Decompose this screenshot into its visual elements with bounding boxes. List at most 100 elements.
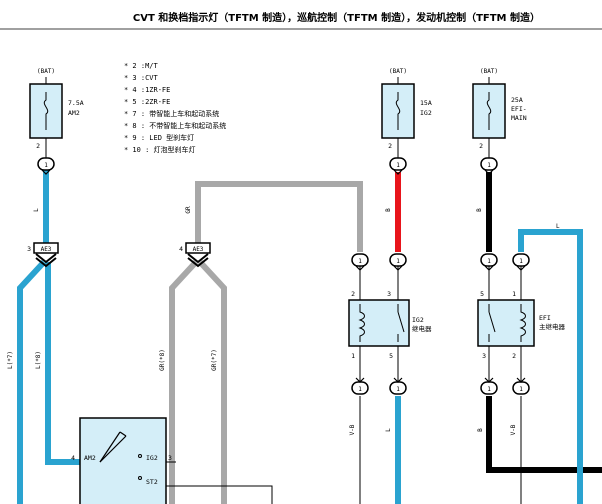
wire-label-b-lower: B	[477, 428, 484, 432]
wire-label-l8: L(*8)	[35, 351, 42, 369]
switch-pin-3: 3	[168, 454, 172, 462]
wire-label-gr8: GR(*8)	[159, 349, 166, 371]
fuse-icon	[43, 92, 49, 130]
relay-ig2: 2 3 1 5 IG2 继电器	[348, 290, 432, 360]
relay-name-2: 继电器	[412, 324, 432, 333]
connector-oval	[512, 253, 530, 267]
fuse-ig2: (BAT) 15A IG2 2	[381, 68, 432, 158]
note-7: * 7 : 带智能上车和起动系统	[124, 109, 219, 118]
connector-box	[33, 242, 59, 254]
coil-icon	[519, 304, 526, 342]
connector-oval	[37, 157, 55, 171]
fuse-rating: 7.5A	[68, 99, 84, 107]
wire-l7	[17, 259, 47, 504]
switch-ig2-label: IG2	[146, 454, 158, 462]
chevron-icon	[35, 253, 57, 264]
connector-ae3-mid: AE3 4	[179, 242, 211, 268]
switch-arm	[99, 435, 127, 463]
arrow-mark	[516, 265, 526, 271]
relay-efi-main: 5 1 3 2 EFI 主继电器	[477, 290, 566, 360]
note-4: * 4 :1ZR-FE	[124, 86, 170, 94]
connector-id: AE3	[193, 246, 204, 253]
fuse-rating: 25A	[511, 96, 523, 104]
fuse-icon	[395, 92, 401, 130]
pin-label: 2	[351, 290, 355, 298]
switch-box	[79, 417, 167, 504]
bat-label: (BAT)	[389, 68, 407, 75]
notes-list: * 2 :M/T * 3 :CVT * 4 :1ZR-FE * 5 :2ZR-F…	[124, 62, 226, 154]
fuse-name-2: MAIN	[511, 114, 527, 122]
relay-name: EFI	[539, 314, 551, 322]
connector-oval	[389, 253, 407, 267]
pin-label: 1	[351, 352, 355, 360]
wire-label-l7: L(*7)	[7, 351, 14, 369]
switch-icon	[488, 311, 496, 333]
wire-b-lower	[486, 396, 602, 473]
connector-pin: 4	[179, 245, 183, 253]
arrow-mark	[516, 377, 526, 383]
arrow-mark	[355, 377, 365, 383]
fuse-name: EFI-	[511, 105, 527, 113]
connector-pin: 1	[358, 386, 362, 393]
inline-connector-efi: 1	[480, 157, 498, 171]
connector-pin: 1	[487, 162, 491, 169]
wire-label-vb-left: V-B	[349, 424, 356, 435]
connector-pin: 1	[487, 386, 491, 393]
pin-label: 5	[389, 352, 393, 360]
wire-label-b-black: B	[476, 208, 483, 212]
wire-label-b-red: B	[385, 208, 392, 212]
wire-label-gr: GR	[185, 206, 192, 214]
inline-connector-am2: 1	[37, 157, 55, 171]
fuse-icon	[486, 92, 492, 130]
fuse-am2: (BAT) 7.5A AM2 2	[29, 68, 84, 158]
switch-icon	[397, 311, 405, 333]
wire-gr8	[169, 259, 199, 504]
arrow-mark	[393, 169, 403, 175]
pin-label: 5	[480, 290, 484, 298]
fuse-name: IG2	[420, 109, 432, 117]
wire-label-vb-right: V-B	[510, 424, 517, 435]
connector-oval	[480, 253, 498, 267]
wire-label-l: L	[33, 208, 40, 212]
chevron-icon	[187, 257, 209, 268]
connector-pin: 1	[487, 258, 491, 265]
arrow-mark	[484, 377, 494, 383]
connector-box	[185, 242, 211, 254]
relay-connectors: 1 1 1 1 1 1 1 1	[351, 253, 530, 395]
connector-ae3-left: AE3 3	[27, 242, 59, 268]
relay-box	[348, 299, 410, 347]
diagram-title: CVT 和换档指示灯（TFTM 制造），巡航控制（TFTM 制造），发动机控制（…	[133, 11, 540, 24]
ignition-switch: 4 AM2 IG2 3 ST2	[71, 417, 172, 504]
arrow-mark	[393, 377, 403, 383]
connector-pin: 1	[519, 386, 523, 393]
note-5: * 5 :2ZR-FE	[124, 98, 170, 106]
chevron-icon	[187, 253, 209, 264]
switch-arm-tip	[119, 431, 127, 437]
connector-pin: 1	[396, 258, 400, 265]
connector-pin: 1	[44, 162, 48, 169]
switch-arm	[99, 431, 121, 463]
wire-l8	[45, 262, 80, 465]
pin-label: 3	[482, 352, 486, 360]
switch-am2-label: AM2	[84, 454, 96, 462]
pin-label: 1	[512, 290, 516, 298]
arrow-mark	[484, 169, 494, 175]
fuse-rating: 15A	[420, 99, 432, 107]
connector-pin: 1	[519, 258, 523, 265]
inline-connector-ig2: 1	[389, 157, 407, 171]
note-9: * 9 : LED 型刹车灯	[124, 133, 194, 142]
bat-label: (BAT)	[37, 68, 55, 75]
relay-box	[477, 299, 535, 347]
note-10: * 10 : 灯泡型刹车灯	[124, 145, 196, 154]
connector-pin: 1	[396, 386, 400, 393]
wire-label-l-right: L	[556, 223, 560, 230]
contact-icon	[138, 454, 142, 458]
fuse-pin: 2	[479, 142, 483, 150]
connector-pin: 1	[358, 258, 362, 265]
connector-pin: 3	[27, 245, 31, 253]
relay-name-2: 主继电器	[539, 322, 566, 331]
arrow-mark	[484, 265, 494, 271]
fuse-name: AM2	[68, 109, 80, 117]
